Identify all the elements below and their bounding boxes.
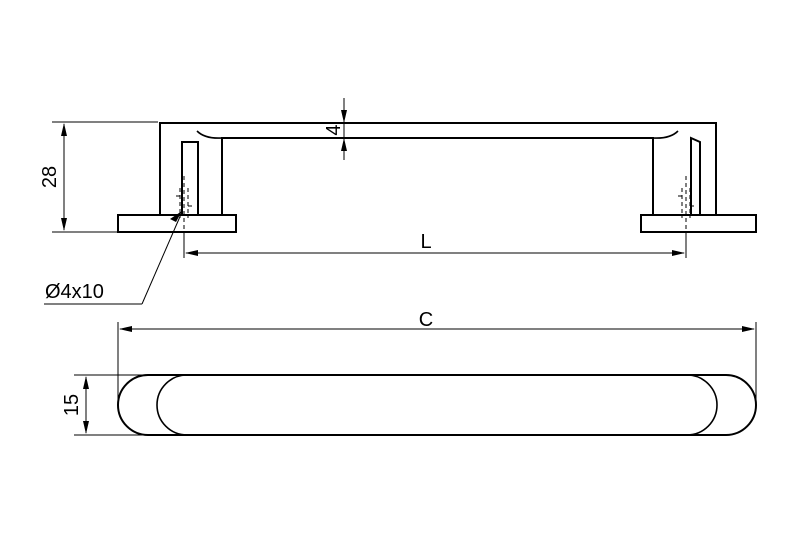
side-view: 28 4 L Ø4x10: [39, 98, 757, 305]
handle-top-inner: [156, 374, 718, 436]
handle-side-profile: [159, 122, 717, 216]
top-thickness-dimension: 4: [323, 98, 347, 160]
overall-length-label: C: [419, 309, 433, 331]
hole-spacing-dimension: L: [183, 231, 687, 258]
hole-spacing-label: L: [420, 231, 431, 253]
top-thickness-label: 4: [323, 124, 345, 135]
top-view: C 15: [61, 309, 757, 436]
hole-callout: Ø4x10: [44, 211, 183, 305]
handle-top-outer: [117, 374, 757, 436]
width-label: 15: [61, 394, 83, 416]
handle-inner-top-line: [196, 130, 679, 139]
height-label: 28: [39, 166, 61, 188]
hole-callout-label: Ø4x10: [45, 281, 104, 303]
height-dimension: 28: [39, 121, 158, 233]
overall-length-dimension: C: [117, 309, 757, 404]
right-foot: [640, 214, 757, 233]
right-screw-hole: [678, 176, 696, 232]
width-dimension: 15: [61, 374, 148, 436]
